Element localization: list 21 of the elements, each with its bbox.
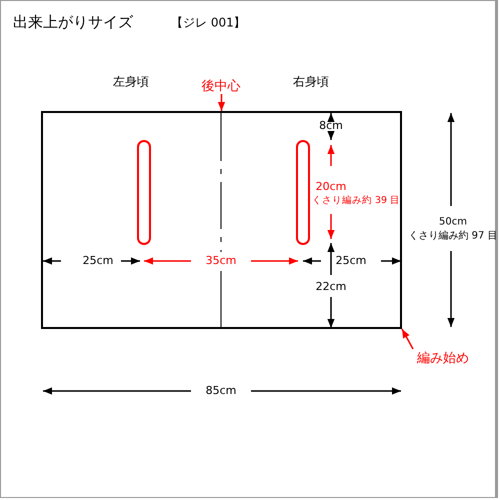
part-label: 左身頃 — [113, 75, 149, 89]
dimension-label: 22cm — [316, 280, 346, 294]
dimension-label: 50cm — [439, 216, 467, 228]
dimension-label: 20cm — [316, 180, 346, 194]
dimension-label: 85cm — [206, 384, 236, 398]
callout-text: 後中心 — [199, 77, 243, 94]
callout-text: 編み始め — [413, 349, 473, 366]
arrow — [401, 328, 414, 350]
dimension-label: 25cm — [82, 254, 114, 268]
part-label: 右身頃 — [293, 75, 329, 89]
stitch-count: くさり編み約 39 目 — [312, 196, 400, 206]
code-label: 【ジレ 001】 — [171, 16, 246, 30]
armhole-slot — [296, 140, 310, 245]
dimension-label: 8cm — [319, 120, 343, 132]
garment-panel — [41, 111, 402, 329]
dimension-label: 35cm — [206, 254, 236, 268]
title: 出来上がりサイズ — [13, 13, 133, 32]
arrow — [218, 94, 226, 111]
armhole-slot — [137, 140, 151, 245]
dimension-label: 25cm — [336, 254, 366, 268]
stitch-count: くさり編み約 97 目 — [408, 230, 498, 242]
